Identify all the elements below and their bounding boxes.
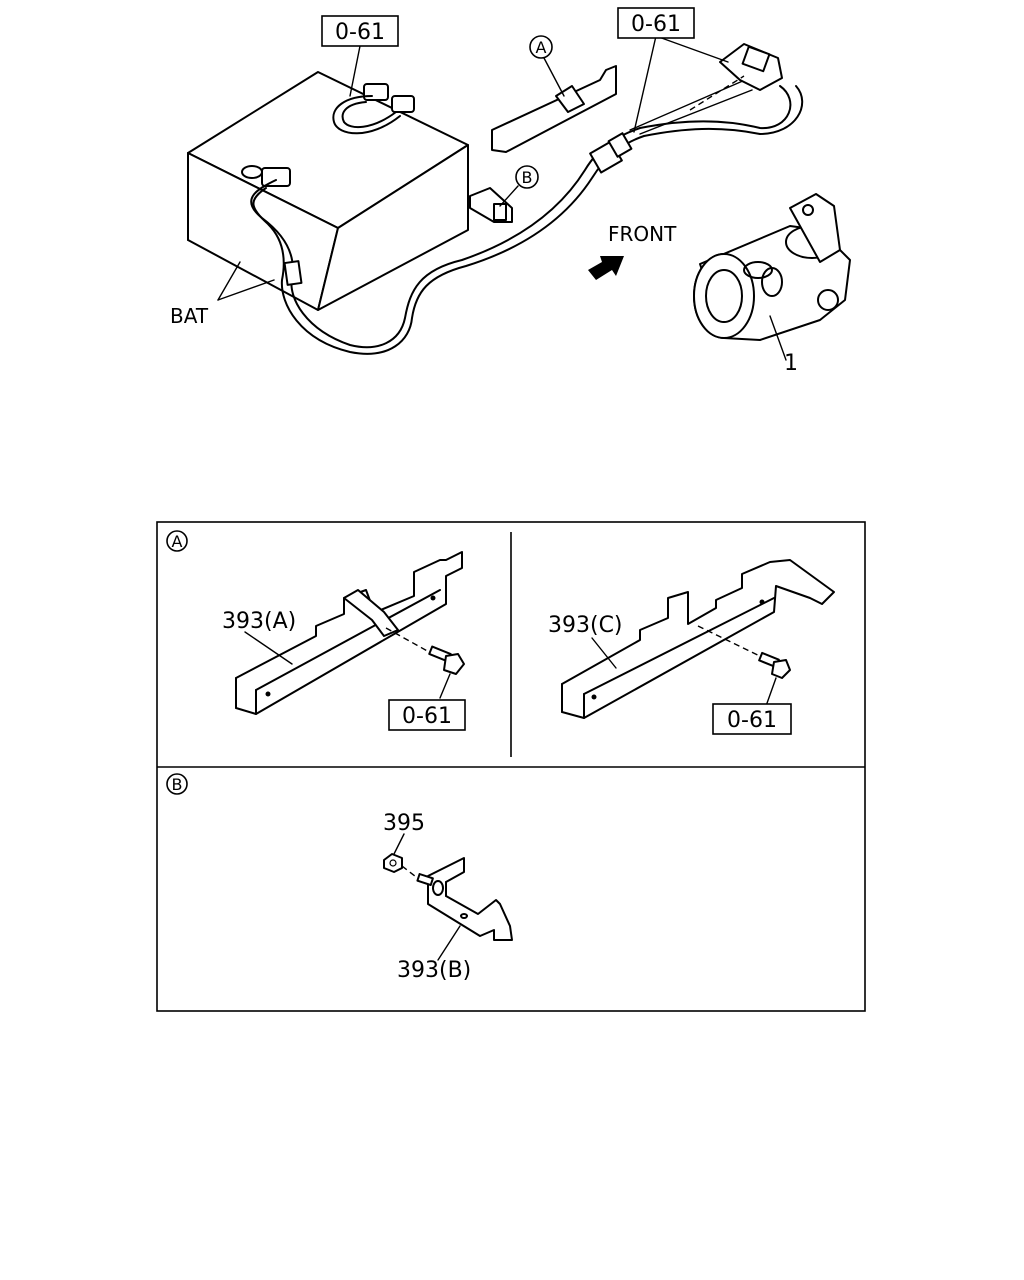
- callout-a-letter: A: [536, 38, 547, 57]
- callout-a-top: A: [529, 35, 553, 59]
- ref-label-right: 0-61: [631, 12, 681, 37]
- front-label: FRONT: [608, 222, 677, 246]
- ref-label-left: 0-61: [335, 20, 385, 45]
- ref-box-393a: 0-61: [388, 699, 466, 731]
- bracket-a-top: [491, 57, 617, 153]
- detail-a-letter: A: [172, 532, 183, 551]
- bracket-393b: [383, 833, 513, 961]
- ref-label-393c: 0-61: [727, 708, 777, 733]
- bracket-393c: [561, 559, 835, 719]
- battery-cable-assembly: [187, 35, 851, 361]
- bolt-b: [416, 873, 434, 887]
- bat-label: BAT: [170, 304, 209, 328]
- bolt-c: [758, 651, 791, 679]
- ref-box-right: 0-61: [617, 7, 695, 39]
- label-393a: 393(A): [222, 609, 296, 634]
- detail-a-circle: A: [166, 530, 188, 552]
- detail-b-letter: B: [172, 775, 183, 794]
- front-arrow-icon: [588, 256, 624, 280]
- label-393c: 393(C): [548, 613, 623, 638]
- callout-b-letter: B: [522, 168, 533, 187]
- detail-b-circle: B: [166, 773, 188, 795]
- bolt-a: [428, 645, 465, 675]
- ref-box-393c: 0-61: [712, 703, 792, 735]
- ref-box-left: 0-61: [321, 15, 399, 47]
- part-1-label: 1: [784, 351, 798, 376]
- bracket-393a: [235, 551, 465, 715]
- starter-motor: [693, 193, 851, 361]
- callout-b-top: B: [515, 165, 539, 189]
- detail-frame: [156, 521, 866, 1012]
- bracket-b-top: [469, 185, 519, 223]
- battery-cable: [250, 43, 804, 355]
- label-395: 395: [383, 811, 425, 836]
- nut-395: [383, 853, 403, 873]
- label-393b: 393(B): [397, 958, 471, 983]
- ref-label-393a: 0-61: [402, 704, 452, 729]
- battery: [187, 71, 469, 311]
